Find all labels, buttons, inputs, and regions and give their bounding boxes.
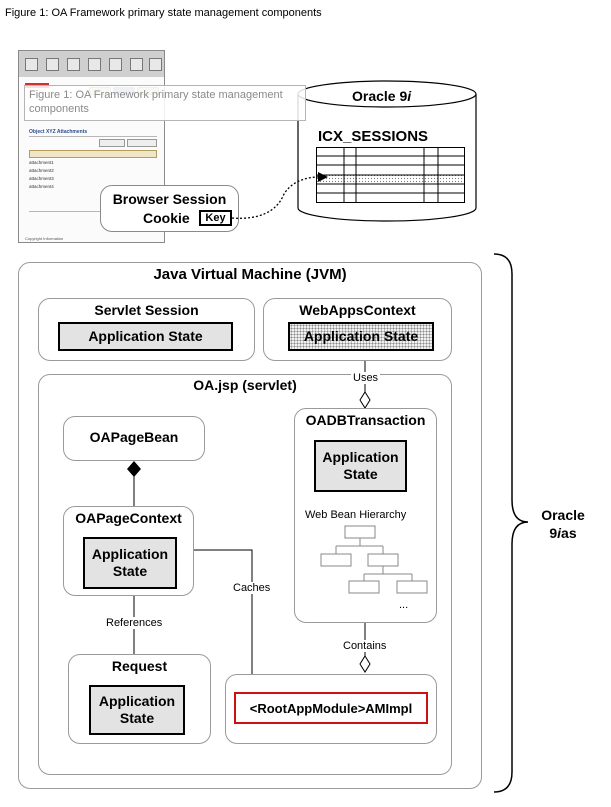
thumbnail-button-icon [127,139,157,147]
cookie-to-db-arrow [231,172,328,219]
cookie-title: Browser Session [112,191,227,207]
title-divider [29,136,157,137]
request-title: Request [111,658,168,674]
oracle-ias-line1: Oracle [541,507,585,523]
oracle-ias-label: Oracle 9ias [534,506,592,542]
oa-page-context-title: OAPageContext [75,510,182,526]
toolbar-button-icon [109,58,122,71]
thumbnail-row: attachment2 [29,168,54,173]
state-line: State [112,563,148,579]
toolbar-button-icon [88,58,101,71]
cookie-key: Key [199,210,232,226]
icx-sessions-label: ICX_SESSIONS [318,128,429,145]
root-app-module-box: <RootAppModule>AMImpl [225,674,437,744]
thumbnail-row: attachment1 [29,160,54,165]
oa-page-context-box: OAPageContext Application State [63,506,194,596]
thumbnail-footer: Copyright Information [25,236,64,241]
thumbnail-row: attachment3 [29,176,54,181]
oa-jsp-title: OA.jsp (servlet) [193,377,297,393]
request-state: Application State [89,685,185,735]
contains-label: Contains [341,640,389,652]
state-line: State [119,710,155,726]
oracle-ias-brace [493,253,529,793]
webapps-context-state: Application State [288,322,434,351]
servlet-session-title: Servlet Session [94,302,199,318]
caption-tooltip-overlay: Figure 1: OA Framework primary state man… [24,85,306,121]
state-line: State [343,466,378,482]
footer-divider [29,211,157,212]
oa-page-context-state: Application State [83,537,177,589]
web-bean-hierarchy-tree [320,525,428,594]
oadb-transaction-state: Application State [314,440,407,492]
web-bean-hierarchy-label: Web Bean Hierarchy [305,509,407,521]
icx-sessions-table [316,147,465,203]
uses-label: Uses [351,372,381,384]
thumbnail-toolbar [19,51,164,77]
thumbnail-row: attachment4 [29,184,54,189]
servlet-session-box: Servlet Session Application State [38,298,255,361]
hierarchy-ellipsis: ... [399,599,409,611]
toolbar-button-icon [46,58,59,71]
oadb-transaction-box: OADBTransaction Application State Web Be… [294,408,437,623]
cookie-subtitle: Cookie [143,210,190,226]
oracle-ias-line2: 9ias [549,525,577,541]
figure-caption: Figure 1: OA Framework primary state man… [5,7,322,19]
oa-page-bean-box: OAPageBean [63,416,205,461]
state-line: Application [91,546,169,562]
references-label: References [104,617,165,629]
thumbnail-button-icon [99,139,125,147]
toolbar-button-icon [67,58,80,71]
jvm-title: Java Virtual Machine (JVM) [153,266,347,283]
root-app-module-label: <RootAppModule>AMImpl [234,692,428,724]
oa-page-bean-title: OAPageBean [89,429,179,445]
thumbnail-table-header [29,150,157,158]
toolbar-button-icon [130,58,143,71]
thumbnail-page-title: Object XYZ Attachments [29,129,88,135]
webapps-context-box: WebAppsContext Application State [263,298,452,361]
browser-session-cookie: Browser Session Cookie Key [100,185,239,232]
state-line: Application [322,449,399,465]
state-line: Application [98,693,176,709]
toolbar-button-icon [25,58,38,71]
database-title: Oracle 9i [352,88,412,104]
caches-label: Caches [231,582,273,594]
servlet-session-state: Application State [58,322,233,351]
oadb-transaction-title: OADBTransaction [305,412,426,428]
toolbar-button-icon [149,58,162,71]
request-box: Request Application State [68,654,211,744]
database-cylinder [297,80,477,222]
webapps-context-title: WebAppsContext [299,302,416,318]
